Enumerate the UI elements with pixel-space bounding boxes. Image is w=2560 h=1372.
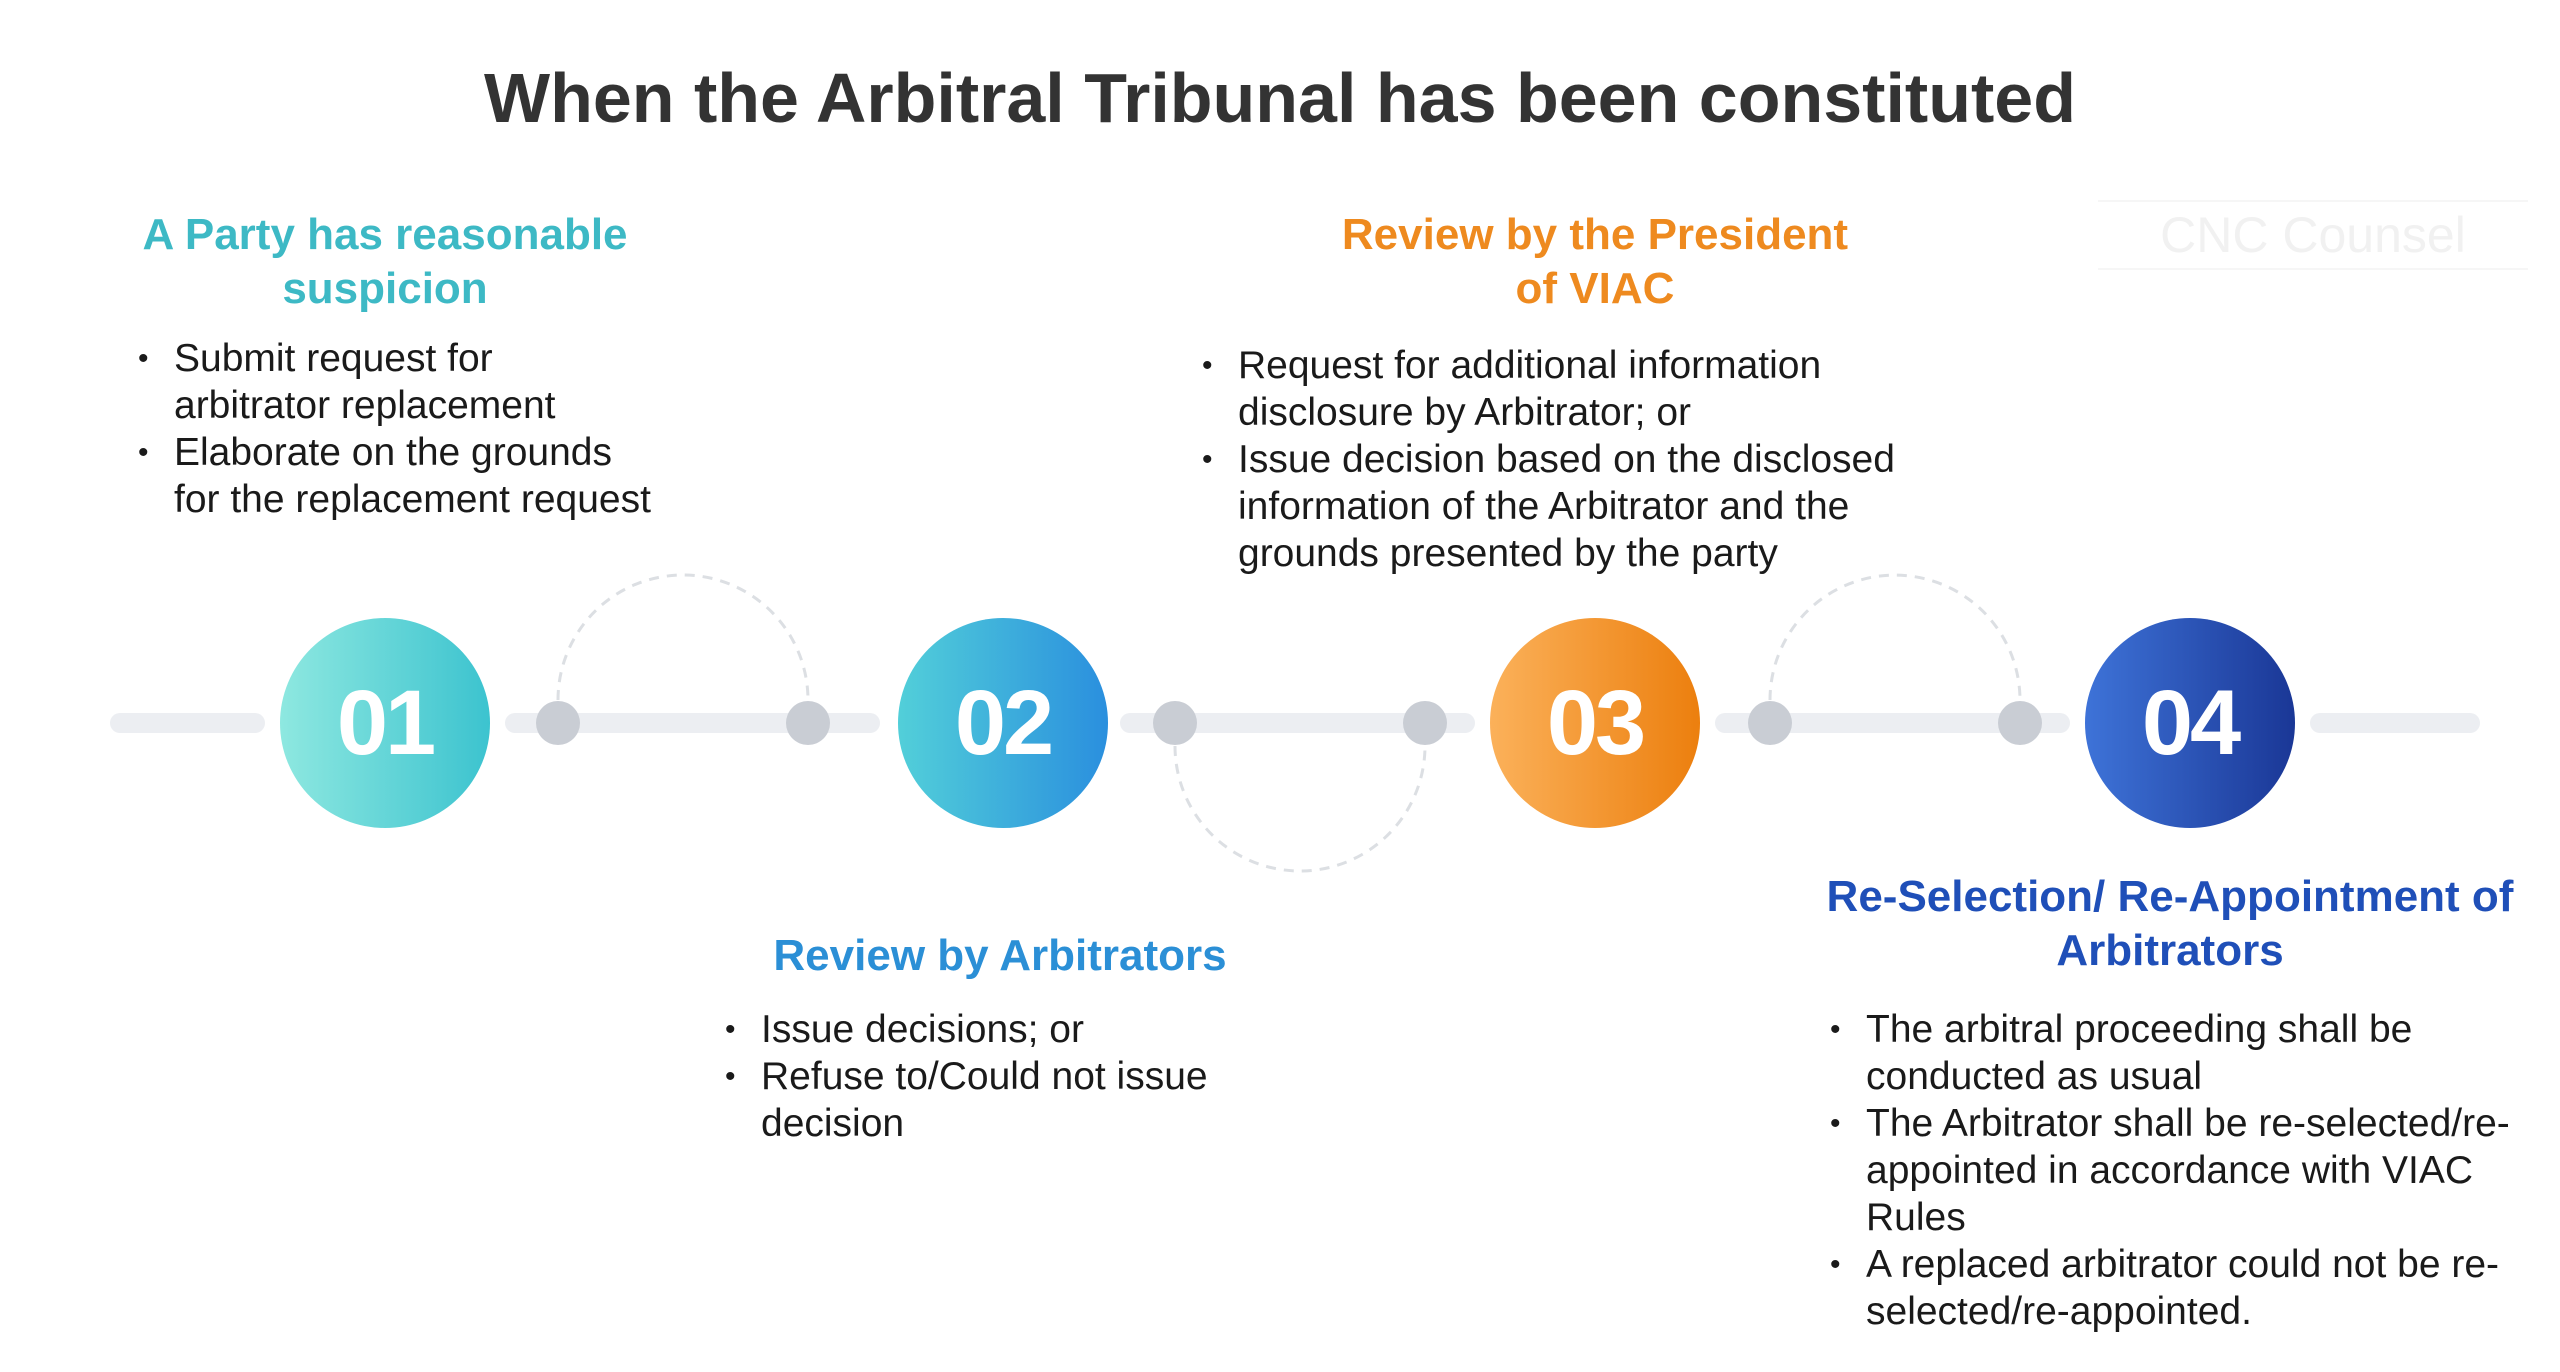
step-2-number: 02 [954, 672, 1054, 774]
step-2-bullet: Issue decisions; or [725, 1006, 1325, 1053]
step-1-number: 01 [336, 672, 436, 774]
step-4-number: 04 [2141, 672, 2241, 774]
step-4-bullets: The arbitral proceeding shall be conduct… [1830, 1006, 2520, 1335]
step-3-title: Review by the President of VIAC [1341, 210, 1849, 313]
step-2-bullets: Issue decisions; or Refuse to/Could not … [725, 1006, 1325, 1147]
connector-arcs [556, 573, 2022, 873]
step-1-bullet: Submit request for arbitrator replacemen… [138, 335, 658, 429]
watermark-logo: CNC Counsel [2098, 200, 2528, 270]
step-3-number: 03 [1546, 672, 1646, 774]
step-3-bullets: Request for additional information discl… [1202, 342, 1992, 577]
step-2-bullet: Refuse to/Could not issue decision [725, 1053, 1325, 1147]
step-2-circle [898, 618, 1108, 828]
step-1-title: A Party has reasonable suspicion [142, 210, 628, 313]
step-4-bullet: The Arbitrator shall be re-selected/re-a… [1830, 1100, 2520, 1241]
step-1-bullet: Elaborate on the grounds for the replace… [138, 429, 658, 523]
page-title: When the Arbitral Tribunal has been cons… [484, 59, 2076, 137]
connector-dots [536, 701, 2042, 745]
step-2-title: Review by Arbitrators [773, 931, 1227, 980]
step-1-bullets: Submit request for arbitrator replacemen… [138, 335, 658, 523]
step-4-bullet: A replaced arbitrator could not be re-se… [1830, 1241, 2520, 1335]
step-4-title: Re-Selection/ Re-Appointment of Arbitrat… [1826, 872, 2514, 975]
step-1-circle [280, 618, 490, 828]
title-area: When the Arbitral Tribunal has been cons… [0, 0, 2560, 140]
step-3-bullet: Request for additional information discl… [1202, 342, 1992, 436]
step-4-bullet: The arbitral proceeding shall be conduct… [1830, 1006, 2520, 1100]
step-3-bullet: Issue decision based on the disclosed in… [1202, 436, 1992, 577]
step-4-circle [2085, 618, 2295, 828]
step-3-circle [1490, 618, 1700, 828]
